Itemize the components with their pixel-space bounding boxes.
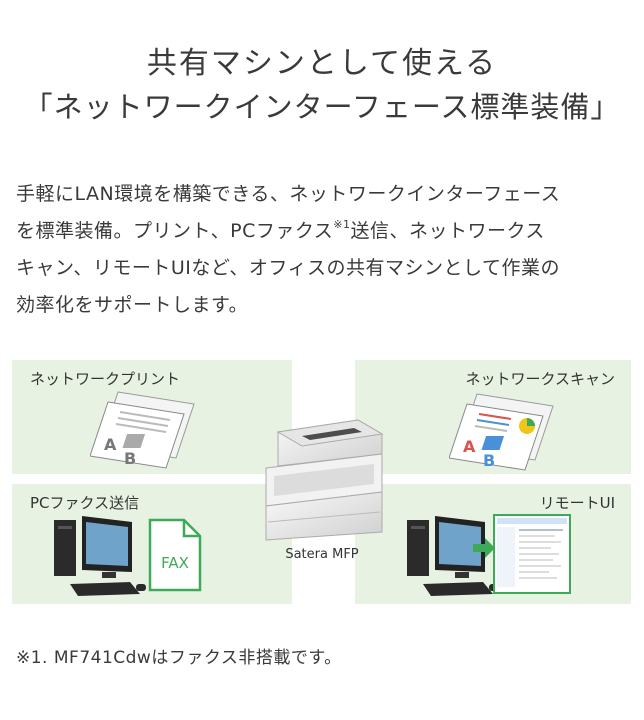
fax-document-icon: FAX xyxy=(148,518,202,592)
color-document-icon: A B xyxy=(449,393,554,471)
description-line1: 手軽にLAN環境を構築できる、ネットワークインターフェース xyxy=(16,183,561,205)
doc-letter-b: B xyxy=(124,449,136,468)
document-stack-icon: A B xyxy=(90,391,195,469)
footnote: ※1. MF741Cdwはファクス非搭載です。 xyxy=(16,648,342,668)
description-line4: 効率化をサポートします。 xyxy=(16,294,249,316)
description-line2-b: 送信、ネットワークス xyxy=(350,220,545,242)
multifunction-printer-icon xyxy=(265,419,384,541)
panel-remote-ui: リモートUI xyxy=(355,484,631,604)
heading-line2: 「ネットワークインターフェース標準装備」 xyxy=(23,90,621,124)
doc-letter-b: B xyxy=(483,451,495,470)
panel-network-print: ネットワークプリント A B xyxy=(12,360,292,474)
panel-network-scan: ネットワークスキャン A B xyxy=(355,360,631,474)
description-line2-a: を標準装備。プリント、PCファクス xyxy=(16,220,334,242)
panel-remote-ui-label: リモートUI xyxy=(539,494,615,512)
doc-letter-a: A xyxy=(104,435,117,454)
panel-network-print-label: ネットワークプリント xyxy=(30,370,181,388)
desktop-computer-icon xyxy=(54,516,146,596)
panel-network-scan-label: ネットワークスキャン xyxy=(465,370,615,388)
heading-line1: 共有マシンとして使える xyxy=(146,46,498,81)
device-label: Satera MFP xyxy=(285,547,359,562)
footnote-ref: ※1 xyxy=(333,218,351,231)
panel-pc-fax: PCファクス送信 FAX xyxy=(12,484,292,604)
panel-pc-fax-label: PCファクス送信 xyxy=(30,494,140,512)
arrow-icon xyxy=(473,538,495,558)
description-line2: を標準装備。プリント、PCファクス※1送信、ネットワークス xyxy=(16,213,634,250)
remote-ui-window-icon xyxy=(493,514,571,594)
description: 手軽にLAN環境を構築できる、ネットワークインターフェース を標準装備。プリント… xyxy=(16,176,634,324)
desktop-computer-icon xyxy=(407,516,499,596)
description-line3: キャン、リモートUIなど、オフィスの共有マシンとして作業の xyxy=(16,257,560,279)
doc-letter-a: A xyxy=(463,437,476,456)
fax-label: FAX xyxy=(161,554,189,572)
